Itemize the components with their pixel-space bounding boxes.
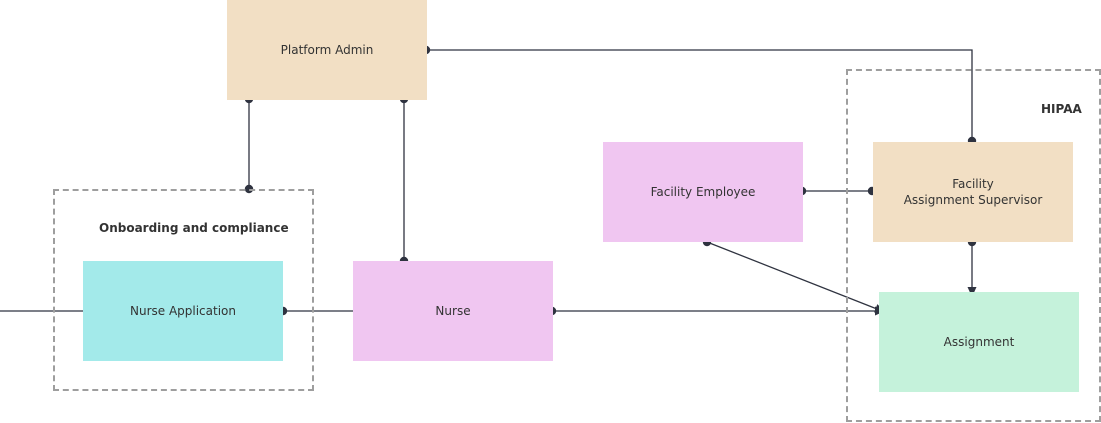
- node-label: Nurse Application: [129, 304, 236, 318]
- node-label: Assignment: [943, 335, 1015, 349]
- group-onboarding-and-compliance: [53, 189, 314, 391]
- connector-employee-to-assignment: [706, 241, 878, 310]
- node-nurse[interactable]: Nurse: [353, 261, 553, 361]
- node-assignment[interactable]: Assignment: [879, 292, 1079, 392]
- node-label: Platform Admin: [280, 43, 374, 57]
- node-platform-admin[interactable]: Platform Admin: [227, 0, 427, 100]
- node-facility-assignment-supervisor[interactable]: Facility Assignment Supervisor: [873, 142, 1073, 242]
- group-hipaa: [846, 69, 1101, 422]
- group-label-onboarding: Onboarding and compliance: [99, 221, 289, 235]
- node-label: Nurse: [435, 304, 471, 318]
- group-label-hipaa: HIPAA: [1041, 102, 1082, 116]
- node-label-line-1: Facility: [952, 177, 994, 191]
- node-nurse-application[interactable]: Nurse Application: [83, 261, 283, 361]
- node-label-line-2: Assignment Supervisor: [903, 193, 1043, 207]
- node-facility-employee[interactable]: Facility Employee: [603, 142, 803, 242]
- connector-admin-to-supervisor: [426, 49, 973, 141]
- node-label: Facility Employee: [650, 185, 756, 199]
